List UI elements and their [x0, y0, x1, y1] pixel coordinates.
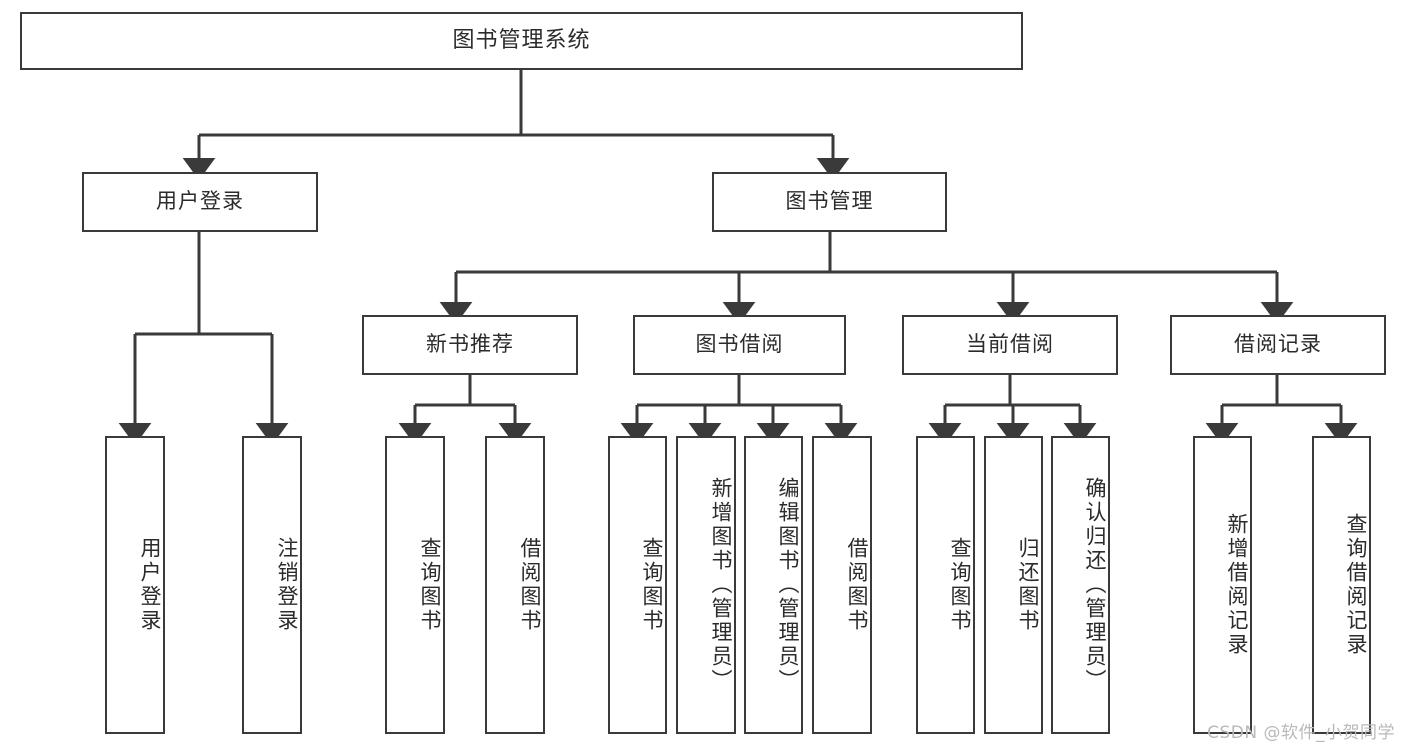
node-book-borrow-label: 图书借阅	[695, 332, 784, 357]
node-leaf-query-book-cur[interactable]: 查询图书	[916, 436, 975, 734]
node-current-borrow[interactable]: 当前借阅	[902, 315, 1118, 375]
node-leaf-borrow-book[interactable]: 借阅图书	[812, 436, 872, 734]
node-leaf-query-book-rec-label: 查询图书	[418, 537, 442, 633]
node-borrow-record[interactable]: 借阅记录	[1170, 315, 1386, 375]
node-leaf-query-book-borrow[interactable]: 查询图书	[608, 436, 667, 734]
node-leaf-borrow-book-label: 借阅图书	[845, 537, 869, 633]
node-leaf-query-record[interactable]: 查询借阅记录	[1312, 436, 1371, 734]
node-leaf-add-book-label: 新增图书（管理员）	[709, 477, 733, 693]
node-new-book-rec[interactable]: 新书推荐	[362, 315, 578, 375]
node-leaf-query-book-cur-label: 查询图书	[948, 537, 972, 633]
node-leaf-add-book[interactable]: 新增图书（管理员）	[676, 436, 736, 734]
node-book-borrow[interactable]: 图书借阅	[633, 315, 846, 375]
node-leaf-logout-label: 注销登录	[275, 537, 299, 633]
node-leaf-edit-book-label: 编辑图书（管理员）	[776, 477, 800, 693]
node-leaf-logout[interactable]: 注销登录	[242, 436, 302, 734]
watermark-text: CSDN @软件_小贺同学	[1207, 723, 1395, 743]
node-leaf-confirm-return[interactable]: 确认归还（管理员）	[1051, 436, 1110, 734]
node-book-manage-label: 图书管理	[785, 189, 874, 214]
node-leaf-confirm-return-label: 确认归还（管理员）	[1083, 477, 1107, 693]
node-root[interactable]: 图书管理系统	[20, 12, 1023, 70]
node-leaf-query-book-rec[interactable]: 查询图书	[385, 436, 445, 734]
node-leaf-add-record-label: 新增借阅记录	[1225, 513, 1249, 657]
node-leaf-return-book[interactable]: 归还图书	[984, 436, 1043, 734]
node-leaf-edit-book[interactable]: 编辑图书（管理员）	[744, 436, 803, 734]
node-user-login-label: 用户登录	[156, 189, 244, 214]
node-leaf-user-login-label: 用户登录	[138, 537, 162, 633]
node-new-book-rec-label: 新书推荐	[426, 332, 514, 357]
node-book-manage[interactable]: 图书管理	[712, 172, 947, 232]
node-leaf-user-login[interactable]: 用户登录	[105, 436, 165, 734]
node-leaf-borrow-book-rec-label: 借阅图书	[518, 537, 542, 633]
node-leaf-query-book-borrow-label: 查询图书	[640, 537, 664, 633]
node-leaf-borrow-book-rec[interactable]: 借阅图书	[485, 436, 545, 734]
node-leaf-add-record[interactable]: 新增借阅记录	[1193, 436, 1252, 734]
node-leaf-query-record-label: 查询借阅记录	[1344, 513, 1368, 657]
node-leaf-return-book-label: 归还图书	[1016, 537, 1040, 633]
node-user-login[interactable]: 用户登录	[82, 172, 318, 232]
node-borrow-record-label: 借阅记录	[1234, 332, 1322, 357]
node-root-label: 图书管理系统	[452, 27, 591, 53]
node-current-borrow-label: 当前借阅	[966, 332, 1054, 357]
